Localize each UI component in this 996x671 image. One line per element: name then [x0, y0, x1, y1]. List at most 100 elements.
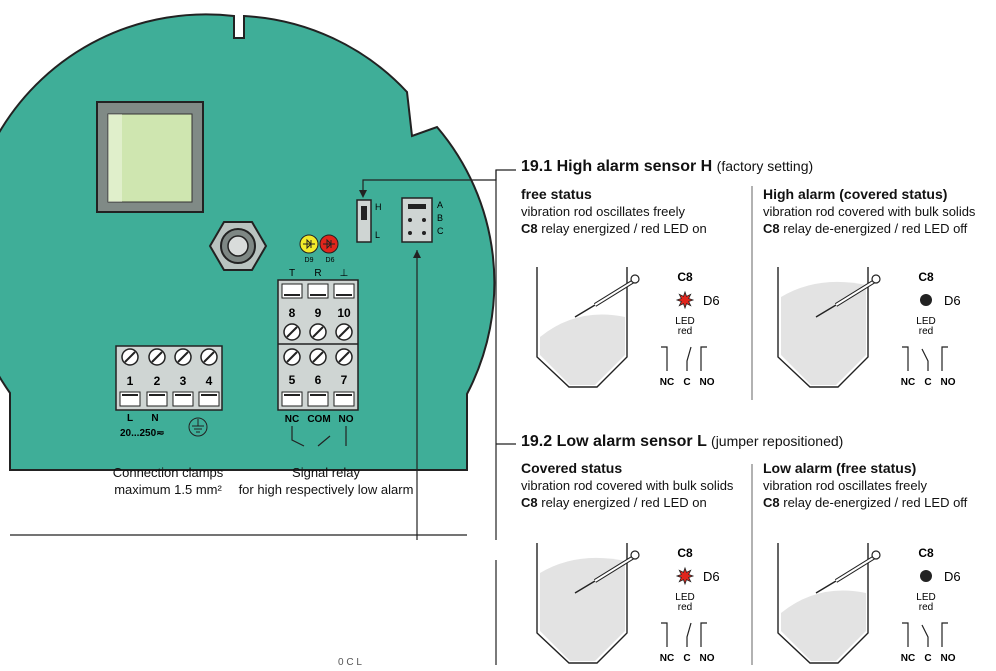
vibration-rod	[815, 580, 837, 594]
tank-outline	[777, 543, 869, 664]
relay-switch-arm	[686, 622, 692, 647]
section-title: High alarm sensor	[556, 158, 697, 175]
svg-text:6: 6	[315, 373, 322, 387]
power-terminal-block: 1 2 3 4 L N 20...250≂	[115, 345, 223, 439]
panel-desc: vibration rod covered with bulk solids	[763, 204, 976, 219]
panel-relay: C8 relay de-energized / red LED off	[763, 220, 975, 237]
relay-caption-line2: for high respectively low alarm	[238, 482, 414, 497]
panel-high-free: free status vibration rod oscillates fre…	[521, 186, 707, 237]
bulk-material	[540, 314, 625, 385]
relay-text: relay energized / red LED on	[541, 221, 707, 236]
panel-desc: vibration rod oscillates freely	[521, 204, 686, 219]
svg-text:T: T	[289, 268, 295, 279]
tank-outline	[777, 267, 869, 388]
relay-switch-arm	[921, 624, 929, 647]
no-label: NO	[700, 653, 715, 664]
svg-text:R: R	[314, 268, 321, 279]
no-label: NO	[700, 377, 715, 388]
c8-label: C8	[677, 546, 693, 560]
sensor-head	[630, 274, 640, 284]
svg-text:7: 7	[341, 373, 348, 387]
clamps-caption-line2: maximum 1.5 mm²	[114, 482, 222, 497]
sensor-head	[871, 550, 881, 560]
arrow-to-jumper-hl	[359, 190, 367, 198]
nc-label: NC	[660, 377, 674, 388]
relay-caption-line1: Signal relay	[292, 465, 360, 480]
c8-label: C8	[521, 221, 538, 236]
led-label: LED	[675, 316, 694, 327]
c-label: C	[683, 377, 690, 388]
section-number: 19.2	[521, 433, 553, 450]
svg-text:10: 10	[337, 306, 351, 320]
jumper-c-label: C	[437, 226, 444, 236]
panel-high-covered: High alarm (covered status) vibration ro…	[763, 186, 975, 237]
section-note: (jumper repositioned)	[711, 433, 844, 449]
led-on-icon	[675, 290, 695, 310]
svg-text:8: 8	[289, 306, 296, 320]
section-title: Low alarm sensor	[556, 433, 693, 450]
no-label: NO	[941, 653, 956, 664]
relay-terminal-block: T R ⊥ 8 9 10 5 6 7 NC COM NO	[277, 268, 359, 447]
vibration-rod	[815, 304, 837, 318]
jumper-a-label: A	[437, 200, 443, 210]
panel-heading: Covered status	[521, 460, 623, 476]
svg-text:L: L	[127, 413, 133, 424]
c8-label: C8	[521, 495, 538, 510]
svg-text:2: 2	[154, 374, 161, 388]
led-label: LED	[675, 592, 694, 603]
section-title-low: 19.2 Low alarm sensor L (jumper repositi…	[521, 433, 843, 451]
no-label: NO	[941, 377, 956, 388]
relay-contact-outer	[661, 622, 707, 647]
nc-label: NC	[901, 653, 915, 664]
led-label: LED	[916, 316, 935, 327]
display-screen	[107, 113, 193, 203]
led-d9-label: D9	[305, 257, 314, 264]
svg-text:⊥: ⊥	[340, 268, 349, 279]
d6-label: D6	[944, 569, 961, 584]
panel-desc: vibration rod oscillates freely	[763, 478, 928, 493]
jumper-h-label: H	[375, 202, 382, 212]
c-label: C	[683, 653, 690, 664]
relay-contact-outer	[902, 622, 948, 647]
c-label: C	[924, 377, 931, 388]
clamps-caption: Connection clamps maximum 1.5 mm²	[100, 464, 236, 498]
bulk-material	[781, 590, 866, 661]
vibration-rod	[574, 304, 596, 318]
section-letter: L	[697, 433, 707, 450]
svg-text:5: 5	[289, 373, 296, 387]
led-d9	[299, 234, 319, 254]
section-bracket	[495, 170, 516, 665]
svg-text:NO: NO	[339, 414, 354, 425]
jumper-hl	[356, 199, 372, 243]
svg-text:3: 3	[180, 374, 187, 388]
relay-switch-arm	[921, 348, 929, 371]
svg-text:9: 9	[315, 306, 322, 320]
relay-contact-outer	[902, 346, 948, 371]
bottom-fragment: 0 C L	[338, 657, 362, 668]
bulk-material	[781, 281, 866, 385]
relay-contact-outer	[661, 346, 707, 371]
panel-heading: Low alarm (free status)	[763, 460, 917, 476]
panel-relay: C8 relay energized / red LED on	[521, 494, 733, 511]
relay-text: relay de-energized / red LED off	[783, 221, 968, 236]
relay-switch-arm	[686, 346, 692, 371]
led-label: LED	[916, 592, 935, 603]
panel-heading: free status	[521, 186, 592, 202]
c8-label: C8	[677, 270, 693, 284]
d6-label: D6	[703, 569, 720, 584]
led-off-icon	[920, 570, 932, 582]
ground-symbol	[188, 417, 208, 437]
nc-label: NC	[901, 377, 915, 388]
bulk-material	[540, 557, 625, 661]
svg-text:1: 1	[127, 374, 134, 388]
jumper-l-label: L	[375, 230, 380, 240]
c-label: C	[924, 653, 931, 664]
sensor-head	[630, 550, 640, 560]
relay-caption: Signal relay for high respectively low a…	[236, 464, 416, 498]
cable-gland	[208, 221, 268, 271]
